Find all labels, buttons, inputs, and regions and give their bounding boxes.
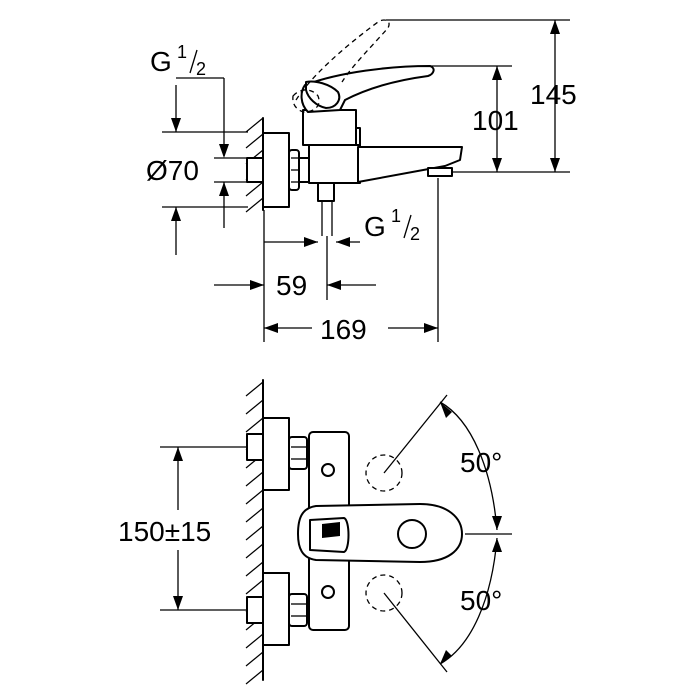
dimension-150-label: 150±15 [118,516,211,547]
diameter-label: Ø70 [146,155,199,186]
dimension-101-label: 101 [472,105,519,136]
handle-dashed-positions [365,454,403,612]
side-view: 101 145 G 1 2 [146,19,577,345]
thread-top-den: 2 [196,59,206,79]
lever-handle-side [300,65,435,113]
lever-handle-front [297,503,463,563]
mixer-body-side [302,109,463,236]
thread-top-num: 1 [177,42,187,62]
wall-front [245,379,264,685]
dimension-59: 59 [214,270,376,301]
thread-bottom-annotation: G 1 2 [264,206,420,247]
wall-connector-side [246,132,310,208]
dimension-145-label: 145 [530,79,577,110]
front-view: 50° 50° 150±15 [118,379,512,685]
thread-bottom-g: G [364,211,386,242]
thread-top-g: G [150,46,172,77]
thread-bottom-den: 2 [410,224,420,244]
dimension-169: 169 [264,314,438,345]
connector-upper-front [246,417,308,491]
angle-down-label: 50° [460,585,502,616]
thread-bottom-num: 1 [391,206,401,226]
angle-arc-lower: 50° [383,537,502,673]
dimension-169-label: 169 [320,314,367,345]
angle-arc-upper: 50° [383,394,502,531]
connector-lower-front [246,572,308,646]
thread-top-annotation: G 1 2 [150,42,248,156]
dimension-101: 101 [472,66,519,172]
dimension-59-label: 59 [276,270,307,301]
angle-up-label: 50° [460,447,502,478]
dimension-150: 150±15 [118,446,248,611]
lever-handle-open-dashed [292,19,390,113]
dimension-diameter: Ø70 [146,144,248,255]
dimension-145: 145 [530,20,577,172]
